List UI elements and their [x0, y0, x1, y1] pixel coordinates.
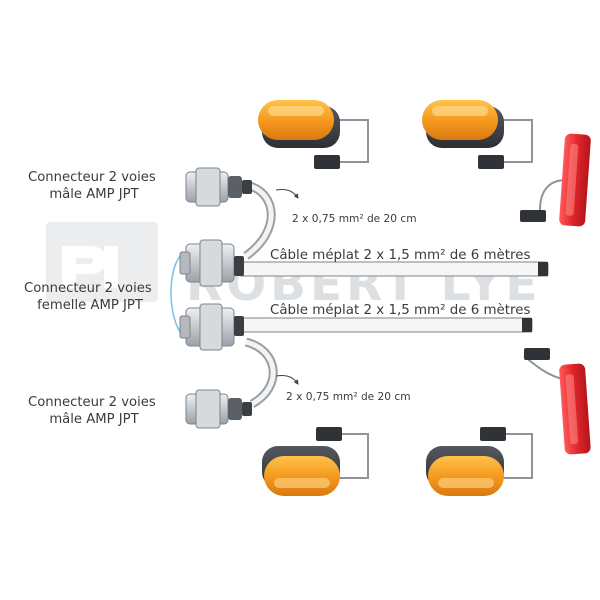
lamp-wire-plugs: [314, 155, 550, 441]
label-wire-top: 2 x 0,75 mm² de 20 cm: [292, 213, 417, 225]
plug-red-bottom: [524, 348, 550, 360]
wire-lamp-bottom-right: [500, 433, 533, 479]
label-cable-top: Câble méplat 2 x 1,5 mm² de 6 mètres: [270, 247, 530, 263]
watermark-logo-mark: [62, 246, 118, 288]
plug-top-left: [314, 155, 340, 169]
amber-lamp-bottom-left: [262, 446, 340, 496]
male-connector-top: [185, 167, 252, 207]
label-wire-bottom: 2 x 0,75 mm² de 20 cm: [286, 391, 411, 403]
red-lamp-top: [559, 133, 591, 227]
flat-cable-bottom: [235, 317, 533, 333]
short-wires: [243, 181, 299, 408]
male-connector-bottom: [185, 389, 252, 429]
amber-lamp-bottom-right: [426, 446, 504, 496]
label-male-connector-top: Connecteur 2 voies mâle AMP JPT: [28, 170, 160, 202]
measure-arrow-top: [275, 189, 299, 199]
label-female-connector: Connecteur 2 voies femelle AMP JPT: [24, 281, 156, 313]
amber-lamp-top-left: [258, 100, 340, 148]
female-connector-bottom: [179, 303, 244, 351]
label-male-connector-bottom: Connecteur 2 voies mâle AMP JPT: [28, 395, 160, 427]
wire-lamp-top-left: [336, 119, 369, 163]
label-cable-bottom: Câble méplat 2 x 1,5 mm² de 6 mètres: [270, 302, 530, 318]
wire-red-lamp-top: [539, 179, 567, 211]
red-lamp-bottom: [559, 363, 591, 455]
plug-bottom-right: [480, 427, 506, 441]
plug-red-top: [520, 210, 546, 222]
flat-cable-top: [239, 261, 549, 277]
measure-arrow-bottom: [275, 375, 299, 385]
plug-bottom-left: [316, 427, 342, 441]
mating-arc: [170, 255, 181, 333]
female-connector-top: [179, 239, 244, 287]
wire-lamp-bottom-left: [336, 433, 369, 479]
amber-lamp-top-right: [422, 100, 504, 148]
wire-lamp-top-right: [500, 119, 533, 163]
plug-top-right: [478, 155, 504, 169]
short-wire-bottom: [244, 337, 278, 408]
